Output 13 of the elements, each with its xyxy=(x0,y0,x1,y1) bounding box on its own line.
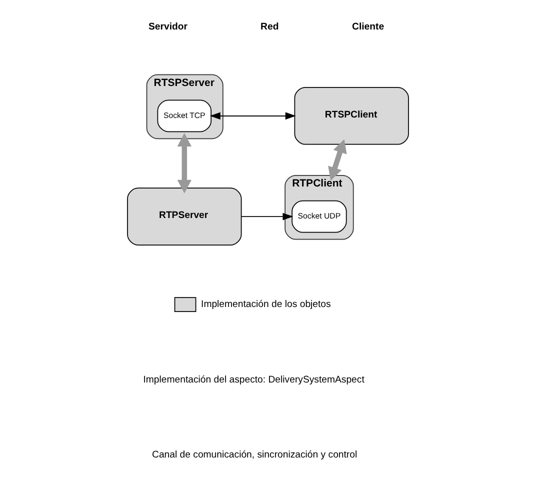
label: Cliente xyxy=(352,21,384,32)
node-box: Socket TCP xyxy=(156,100,212,132)
arrow xyxy=(328,139,346,181)
label: Red xyxy=(260,21,278,32)
node-box: Socket UDP xyxy=(291,200,346,233)
legend-label: Implementación de los objetos xyxy=(200,298,330,310)
label: Servidor xyxy=(148,21,188,32)
arrow xyxy=(240,212,293,220)
arrow xyxy=(176,133,191,194)
legend-label: Canal de comunicación, sincronización y control xyxy=(152,450,357,461)
node-box: RTPServer xyxy=(126,188,242,246)
legend-label: Implementación del aspecto: DeliverySystemAspect xyxy=(142,374,364,386)
node-box: RTSPClient xyxy=(294,87,408,145)
